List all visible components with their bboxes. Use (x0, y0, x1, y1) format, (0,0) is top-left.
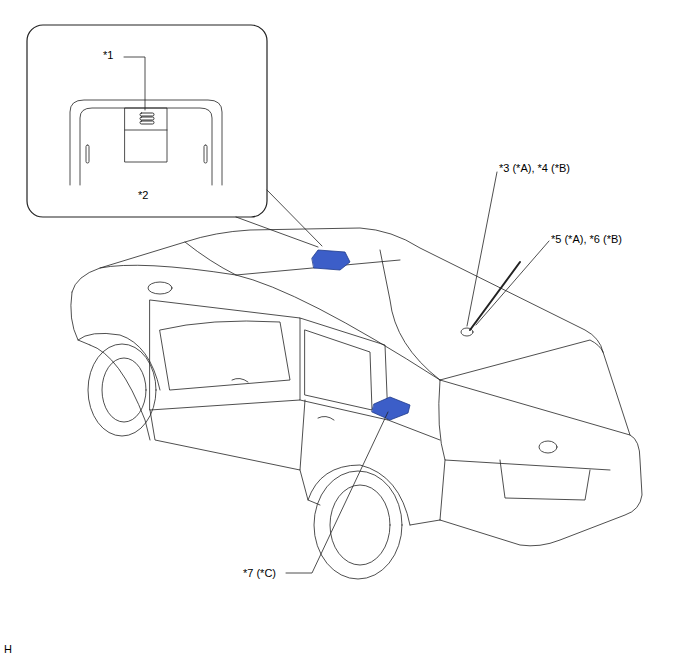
callout-number: *5 (*A), *6 (*B) (551, 233, 622, 246)
callout-number: *1 (103, 49, 113, 62)
figure-code: H (4, 643, 12, 656)
callout-number: *3 (*A), *4 (*B) (499, 162, 570, 175)
callout-number: *2 (138, 189, 148, 202)
callout-number: *7 (*C) (243, 567, 276, 580)
